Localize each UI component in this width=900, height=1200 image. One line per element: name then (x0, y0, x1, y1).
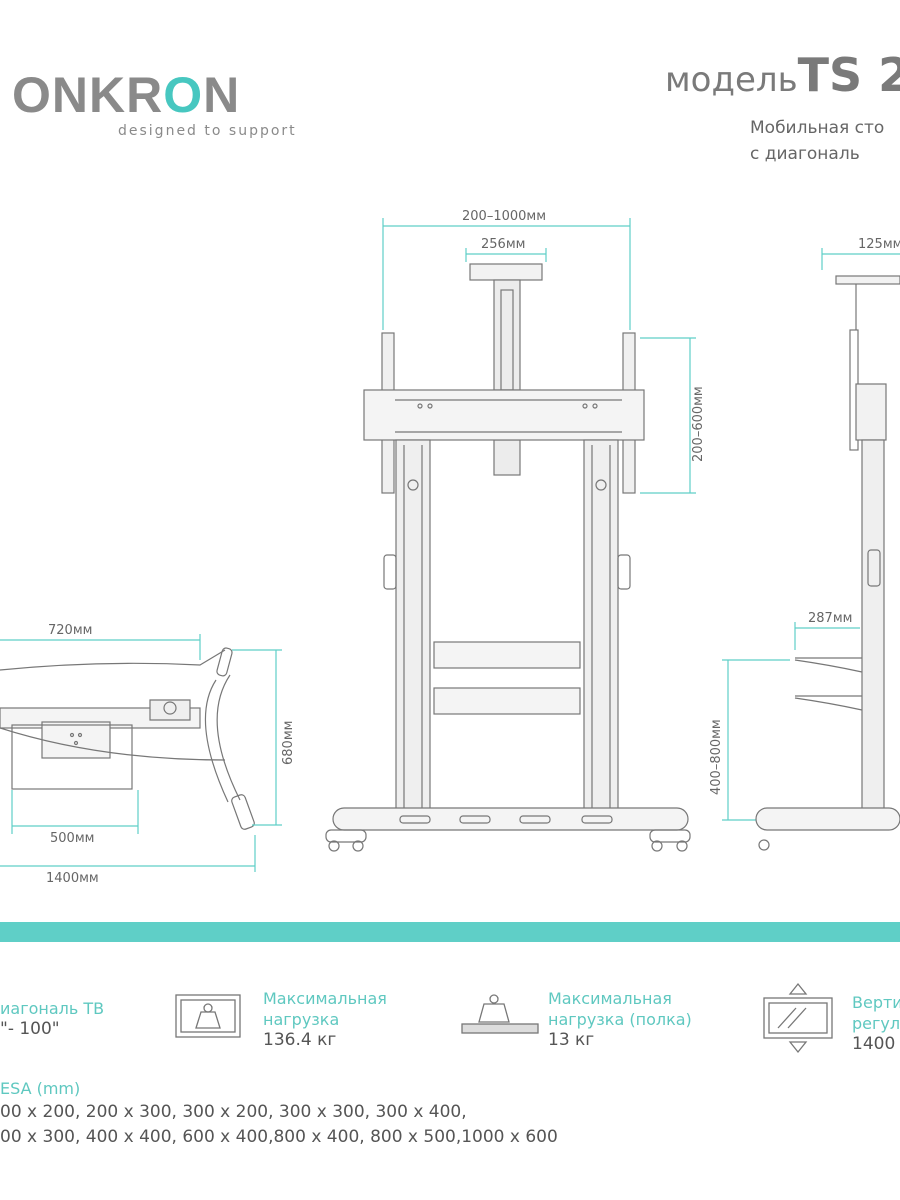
spec-shelf-load: Максимальная нагрузка (полка) 13 кг (548, 989, 692, 1050)
model-name: TS 2 (797, 48, 900, 102)
model-description: Мобильная сто с диагональ (750, 118, 885, 164)
dim-front-bracket: 256мм (481, 237, 525, 252)
brand-tagline: designed to support (118, 123, 297, 139)
front-view (325, 218, 696, 852)
dim-top-total: 1400мм (46, 871, 99, 886)
brand-logo: ONKRON (12, 67, 241, 123)
vesa-line-1: 00 x 200, 200 x 300, 300 x 200, 300 x 30… (0, 1102, 467, 1122)
vesa-line-2: 00 x 300, 400 x 400, 600 x 400,800 x 400… (0, 1127, 558, 1147)
dim-top-inner: 500мм (50, 831, 94, 846)
side-view (722, 248, 900, 851)
spec-vertical-adjust: Верти регул 1400 (852, 993, 900, 1054)
vertical-adjust-icon (763, 982, 833, 1054)
dim-side-top: 125мм (858, 237, 900, 252)
dim-top-depth: 680мм (281, 721, 296, 765)
shelf-weight-icon (461, 994, 539, 1034)
dim-side-shelf: 287мм (808, 611, 852, 626)
dim-front-height: 200–600мм (691, 386, 706, 462)
model-prefix: модель (665, 60, 798, 100)
model-title: модельTS 2 (665, 48, 900, 102)
dim-top-upper: 720мм (48, 623, 92, 638)
spec-max-load: Максимальная нагрузка 136.4 кг (263, 989, 387, 1050)
tv-weight-icon (175, 994, 241, 1038)
top-view (0, 634, 282, 872)
vesa-title: ESA (mm) (0, 1079, 81, 1098)
dim-front-width: 200–1000мм (462, 209, 546, 224)
spec-diagonal: иагональ ТВ "- 100" (0, 999, 105, 1039)
accent-divider (0, 922, 900, 942)
dim-side-height: 400–800мм (709, 719, 724, 795)
